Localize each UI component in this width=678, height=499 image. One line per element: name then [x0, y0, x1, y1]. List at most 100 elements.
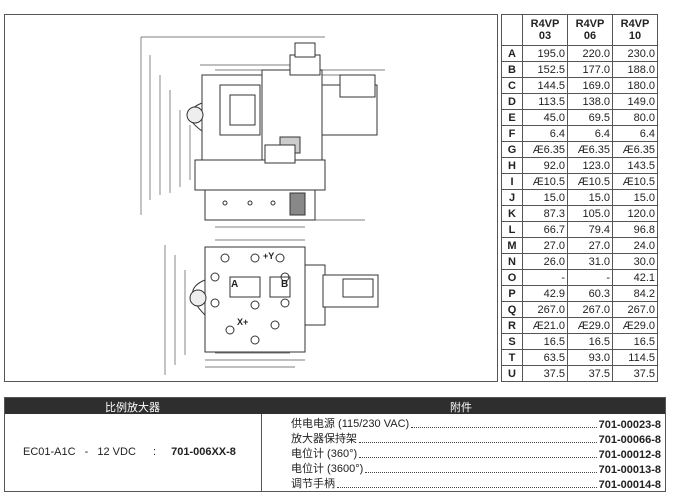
amplifier-model: EC01-A1C	[23, 446, 76, 458]
dimension-label: L	[501, 221, 523, 238]
accessory-code: 701-00014-8	[598, 479, 661, 491]
dimension-value: 113.5	[522, 93, 568, 110]
amplifier-title: 比例放大器	[105, 402, 160, 414]
dimension-value: 230.0	[612, 45, 658, 62]
amplifier-code: 701-006XX-8	[171, 446, 236, 458]
valve-side-view	[186, 42, 378, 221]
dimension-value: 143.5	[612, 157, 658, 174]
dimension-label: B	[501, 61, 523, 78]
dot-leader	[365, 472, 597, 473]
dimension-value: 93.0	[567, 349, 613, 366]
dimension-value: 87.3	[522, 205, 568, 222]
dimension-value: Æ6.35	[567, 141, 613, 158]
accessory-item: 放大器保持架 701-00066-8	[291, 431, 661, 446]
dimension-value: 16.5	[522, 333, 568, 350]
dimension-label: R	[501, 317, 523, 334]
dimension-value: 138.0	[567, 93, 613, 110]
dimension-value: 144.5	[522, 77, 568, 94]
dimension-value: 15.0	[567, 189, 613, 206]
dimension-label: C	[501, 77, 523, 94]
dimension-value: 169.0	[567, 77, 613, 94]
dimension-value: -	[567, 269, 613, 286]
dimension-value: 96.8	[612, 221, 658, 238]
dimension-label: Q	[501, 301, 523, 318]
col-header-r4vp10: R4VP 10	[612, 14, 658, 46]
dimension-label: T	[501, 349, 523, 366]
col-header-r4vp03: R4VP 03	[522, 14, 568, 46]
dimension-value: 45.0	[522, 109, 568, 126]
dimension-value: 31.0	[567, 253, 613, 270]
dimension-value: 79.4	[567, 221, 613, 238]
dimension-label: U	[501, 365, 523, 382]
col-header-r4vp06: R4VP 06	[567, 14, 613, 46]
dimension-value: 6.4	[612, 125, 658, 142]
dimension-value: 195.0	[522, 45, 568, 62]
dimension-value: 16.5	[612, 333, 658, 350]
dimension-value: 152.5	[522, 61, 568, 78]
dot-leader	[359, 442, 597, 443]
accessory-code: 701-00013-8	[598, 464, 661, 476]
dimension-value: Æ29.0	[612, 317, 658, 334]
accessory-code: 701-00066-8	[598, 434, 661, 446]
dimension-value: 27.0	[567, 237, 613, 254]
axis-y-label: +Y	[263, 251, 274, 261]
dimension-value: 120.0	[612, 205, 658, 222]
dimension-value: 267.0	[522, 301, 568, 318]
dimension-value: 24.0	[612, 237, 658, 254]
dimension-label: H	[501, 157, 523, 174]
port-a-label: A	[231, 279, 238, 290]
dimension-value: 16.5	[567, 333, 613, 350]
dimension-label: J	[501, 189, 523, 206]
dot-leader	[359, 457, 597, 458]
dimension-value: 84.2	[612, 285, 658, 302]
col-header-text: R4VP 10	[620, 18, 650, 42]
dimension-label: N	[501, 253, 523, 270]
dimension-value: 37.5	[522, 365, 568, 382]
dimension-value: -	[522, 269, 568, 286]
dimension-value: 37.5	[567, 365, 613, 382]
accessory-name: 电位计 (3600°)	[291, 463, 364, 475]
dimension-label: A	[501, 45, 523, 62]
amplifier-spec: EC01-A1C - 12 VDC : 701-006XX-8	[5, 414, 262, 491]
dimension-row-o: O--42.1	[501, 269, 658, 286]
dimension-value: Æ21.0	[522, 317, 568, 334]
dimension-value: 180.0	[612, 77, 658, 94]
accessory-item: 电位计 (360°)701-00012-8	[291, 446, 661, 461]
dimension-label: M	[501, 237, 523, 254]
dimension-label: I	[501, 173, 523, 190]
dimension-value: 149.0	[612, 93, 658, 110]
dimension-value: 6.4	[567, 125, 613, 142]
dimension-value: Æ6.35	[522, 141, 568, 158]
accessory-code: 701-00023-8	[598, 419, 661, 431]
dimension-value: Æ29.0	[567, 317, 613, 334]
dimension-label: K	[501, 205, 523, 222]
dimension-label: F	[501, 125, 523, 142]
dimension-label: S	[501, 333, 523, 350]
dimension-label: E	[501, 109, 523, 126]
dimension-label: G	[501, 141, 523, 158]
amplifier-header: 比例放大器 附件	[5, 398, 665, 414]
dimension-value: 26.0	[522, 253, 568, 270]
accessory-name: 放大器保持架	[291, 433, 357, 445]
axis-x-label: X+	[237, 317, 248, 327]
accessory-item: 供电电源 (115/230 VAC)701-00023-8	[291, 416, 661, 431]
dimension-value: 15.0	[612, 189, 658, 206]
dimension-value: 123.0	[567, 157, 613, 174]
dimension-value: 66.7	[522, 221, 568, 238]
dimension-value: 114.5	[612, 349, 658, 366]
dimension-value: 63.5	[522, 349, 568, 366]
dimension-value: 30.0	[612, 253, 658, 270]
